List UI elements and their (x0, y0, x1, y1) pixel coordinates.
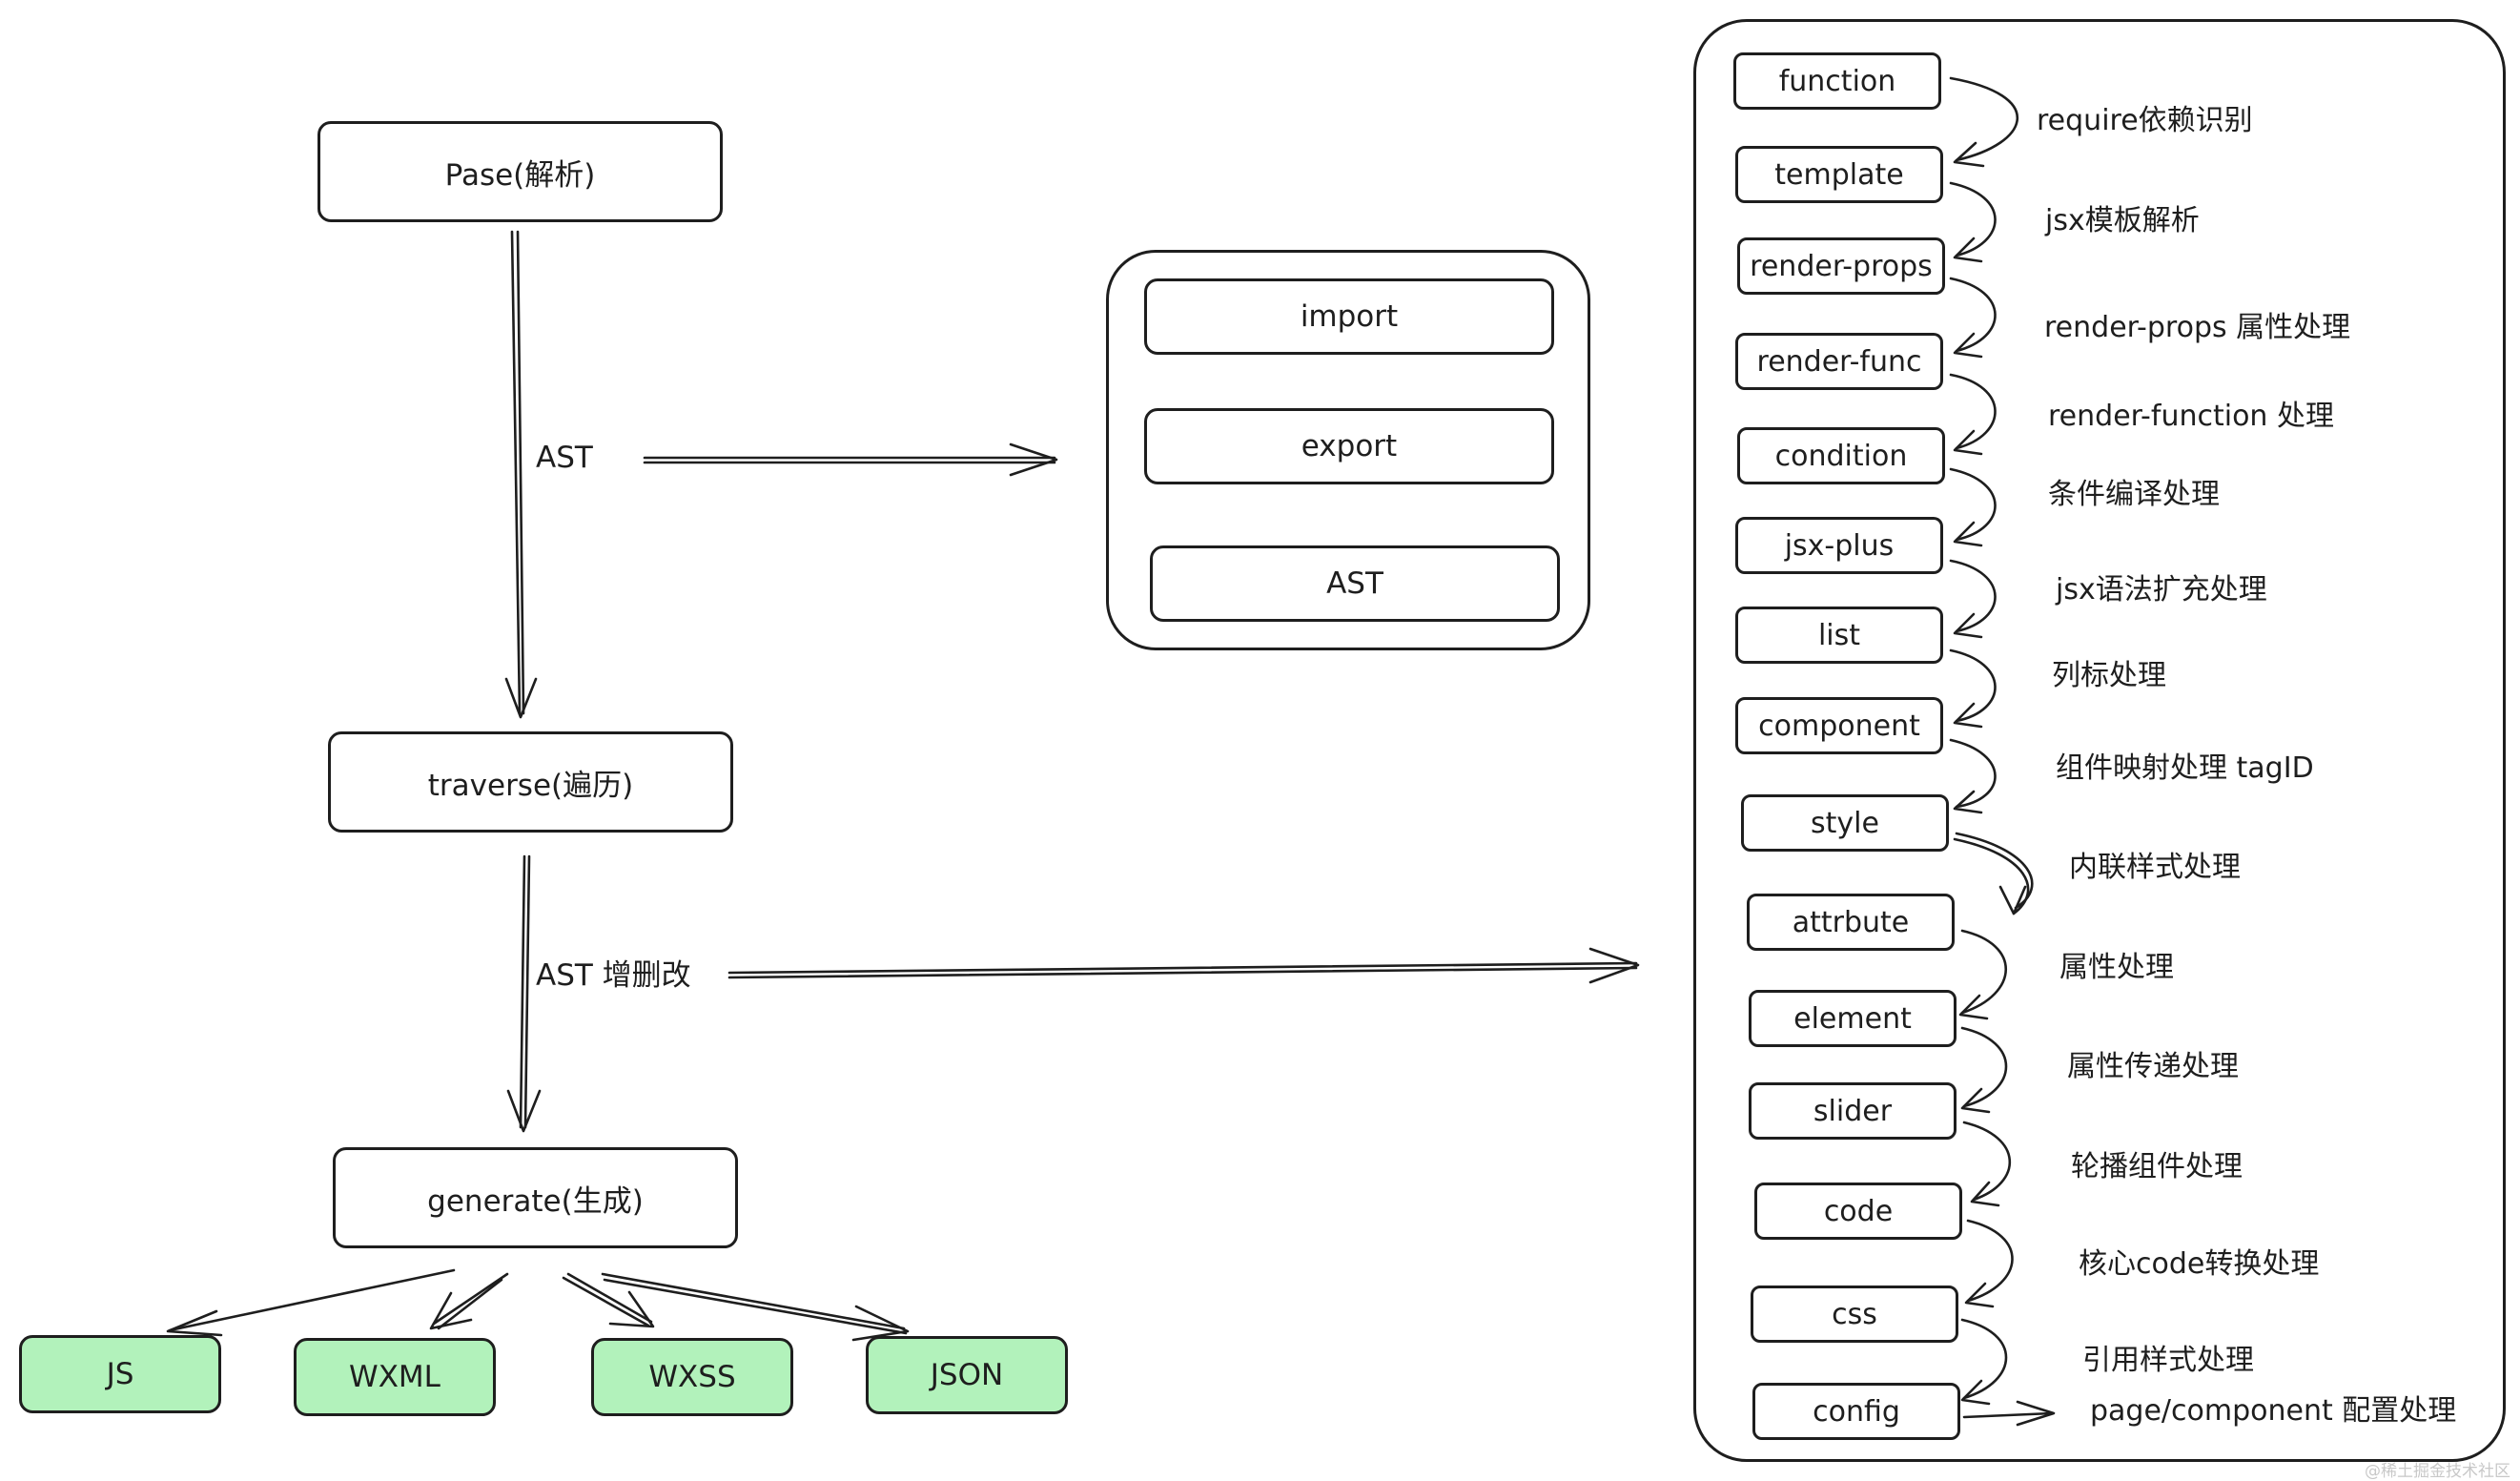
step-desc-config: page/component 配置处理 (2090, 1394, 2457, 1428)
step-list: list (1735, 607, 1943, 664)
step-desc-jsx-plus: jsx语法扩充处理 (2056, 573, 2267, 607)
traverse-node: traverse(遍历) (328, 731, 733, 833)
step-config-label: config (1813, 1394, 1900, 1429)
output-json: JSON (866, 1336, 1068, 1414)
output-wxss: WXSS (591, 1338, 793, 1416)
arrow-parse-to-traverse (504, 230, 538, 719)
arrow-generate-to-js (166, 1268, 456, 1337)
step-code-label: code (1823, 1194, 1894, 1228)
step-attrbute: attrbute (1747, 894, 1955, 951)
step-render-props: render-props (1737, 237, 1945, 295)
step-desc-component: 组件映射处理 tagID (2056, 751, 2314, 785)
parse-output-container (1106, 250, 1590, 650)
step-condition-label: condition (1774, 439, 1908, 473)
step-component: component (1735, 697, 1943, 754)
step-slider: slider (1749, 1082, 1957, 1140)
watermark: @稀土掘金技术社区 (2365, 1462, 2510, 1481)
step-element: element (1749, 990, 1957, 1047)
step-render-func-label: render-func (1756, 344, 1922, 379)
step-desc-template: jsx模板解析 (2045, 204, 2200, 237)
step-desc-condition: 条件编译处理 (2048, 478, 2220, 511)
parse-output-ast-label: AST (1326, 566, 1383, 601)
parse-label: Pase(解析) (444, 157, 596, 193)
output-wxss-label: WXSS (648, 1360, 736, 1394)
step-style: style (1741, 794, 1949, 852)
step-render-func: render-func (1735, 333, 1943, 390)
step-connectors (1949, 76, 2056, 1427)
step-desc-slider: 轮播组件处理 (2071, 1150, 2243, 1183)
output-json-label: JSON (930, 1358, 1004, 1392)
arrow-generate-to-wxml (429, 1272, 509, 1330)
step-list-label: list (1817, 618, 1861, 652)
edge-label-ast-modify: AST 增删改 (536, 958, 691, 993)
parse-output-import: import (1144, 278, 1554, 355)
steps-container (1693, 19, 2506, 1462)
step-slider-label: slider (1813, 1094, 1893, 1128)
parse-node: Pase(解析) (318, 121, 723, 222)
arrow-generate-to-wxss (562, 1272, 655, 1328)
step-function: function (1733, 52, 1941, 110)
parse-output-import-label: import (1300, 299, 1399, 334)
step-desc-render-func: render-function 处理 (2048, 400, 2334, 433)
step-element-label: element (1793, 1001, 1912, 1036)
output-js: JS (19, 1335, 221, 1413)
step-desc-attrbute: 属性处理 (2059, 951, 2174, 984)
arrow-generate-to-json (601, 1272, 910, 1342)
step-desc-function: require依赖识别 (2037, 104, 2253, 137)
parse-output-export-label: export (1301, 429, 1398, 463)
step-template-label: template (1774, 157, 1904, 192)
arrow-traverse-to-generate (506, 854, 542, 1133)
output-wxml: WXML (294, 1338, 496, 1416)
step-desc-list: 列标处理 (2052, 659, 2166, 692)
step-desc-element: 属性传递处理 (2067, 1050, 2239, 1083)
step-desc-code: 核心code转换处理 (2079, 1247, 2320, 1281)
generate-label: generate(生成) (427, 1183, 644, 1219)
step-function-label: function (1778, 64, 1896, 98)
parse-output-ast: AST (1150, 545, 1560, 622)
step-style-label: style (1811, 806, 1879, 840)
step-code: code (1754, 1183, 1962, 1240)
traverse-label: traverse(遍历) (427, 768, 634, 803)
edge-label-ast: AST (536, 441, 593, 475)
step-desc-render-props: render-props 属性处理 (2044, 311, 2351, 344)
step-css-label: css (1832, 1297, 1877, 1331)
output-wxml-label: WXML (349, 1360, 440, 1394)
step-jsx-plus-label: jsx-plus (1784, 528, 1895, 563)
step-desc-css: 引用样式处理 (2082, 1344, 2254, 1377)
step-render-props-label: render-props (1750, 249, 1933, 283)
arrow-modify-to-steps (727, 947, 1640, 984)
step-condition: condition (1737, 427, 1945, 484)
output-js-label: JS (106, 1357, 134, 1391)
generate-node: generate(生成) (333, 1147, 738, 1248)
step-component-label: component (1758, 709, 1920, 743)
parse-output-export: export (1144, 408, 1554, 484)
step-template: template (1735, 146, 1943, 203)
step-jsx-plus: jsx-plus (1735, 517, 1943, 574)
step-attrbute-label: attrbute (1792, 905, 1910, 939)
step-config: config (1752, 1383, 1960, 1440)
arrow-ast-to-output (643, 442, 1058, 477)
step-desc-style: 内联样式处理 (2069, 851, 2241, 884)
step-css: css (1751, 1286, 1958, 1343)
